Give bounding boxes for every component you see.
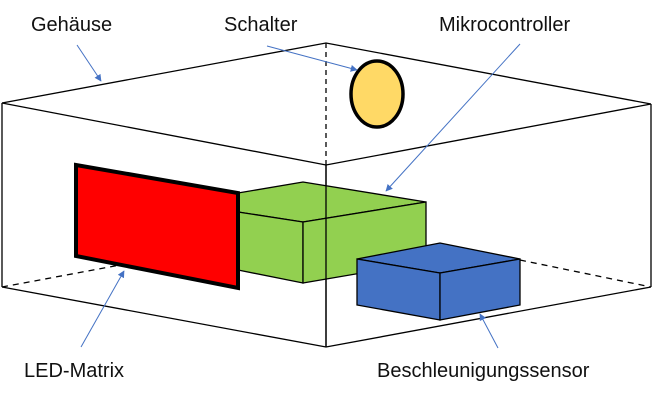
microcontroller-arrow bbox=[385, 43, 521, 192]
accelerometer-box bbox=[356, 242, 521, 321]
housing-arrow bbox=[76, 44, 102, 82]
housing-top-back-edges bbox=[1, 42, 652, 105]
microcontroller-label: Mikrocontroller bbox=[439, 14, 570, 36]
led-matrix-label: LED-Matrix bbox=[24, 360, 124, 382]
callout-arrows bbox=[76, 43, 521, 349]
accelerometer-label: Beschleunigungssensor bbox=[377, 360, 590, 382]
switch-ellipse bbox=[349, 59, 405, 129]
housing-back-left-bottom-dashed bbox=[1, 264, 121, 288]
led-matrix-panel bbox=[74, 162, 240, 291]
accelerometer-right-face bbox=[439, 258, 521, 321]
switch-arrow bbox=[266, 45, 358, 72]
led-matrix-arrow bbox=[80, 270, 125, 348]
housing-back-right-bottom-dashed bbox=[519, 259, 652, 288]
accelerometer-arrow bbox=[479, 313, 499, 349]
housing-label: Gehäuse bbox=[31, 14, 112, 36]
microcontroller-left-face bbox=[237, 211, 304, 284]
switch-label: Schalter bbox=[224, 14, 298, 36]
